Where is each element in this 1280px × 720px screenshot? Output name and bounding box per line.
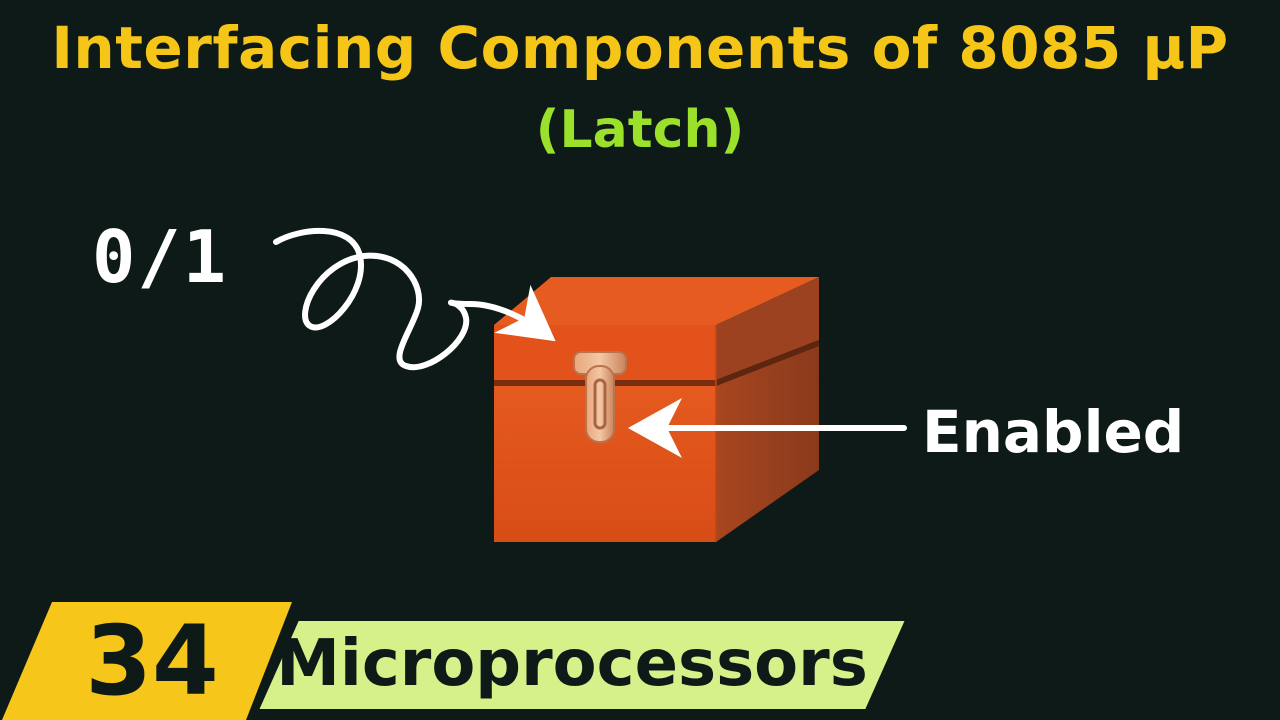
series-name: Microprocessors xyxy=(276,627,868,701)
slide-subtitle: (Latch) xyxy=(535,100,745,160)
slide-title: Interfacing Components of 8085 μP xyxy=(51,14,1229,82)
input-value-label: 0/1 xyxy=(92,215,229,299)
latch-box-icon xyxy=(494,277,819,542)
series-badge xyxy=(256,619,908,711)
episode-badge xyxy=(2,602,292,720)
episode-number: 34 xyxy=(85,605,219,717)
enabled-label: Enabled xyxy=(922,398,1185,466)
input-signal-arrow xyxy=(273,227,556,371)
clasp-icon xyxy=(573,351,627,443)
